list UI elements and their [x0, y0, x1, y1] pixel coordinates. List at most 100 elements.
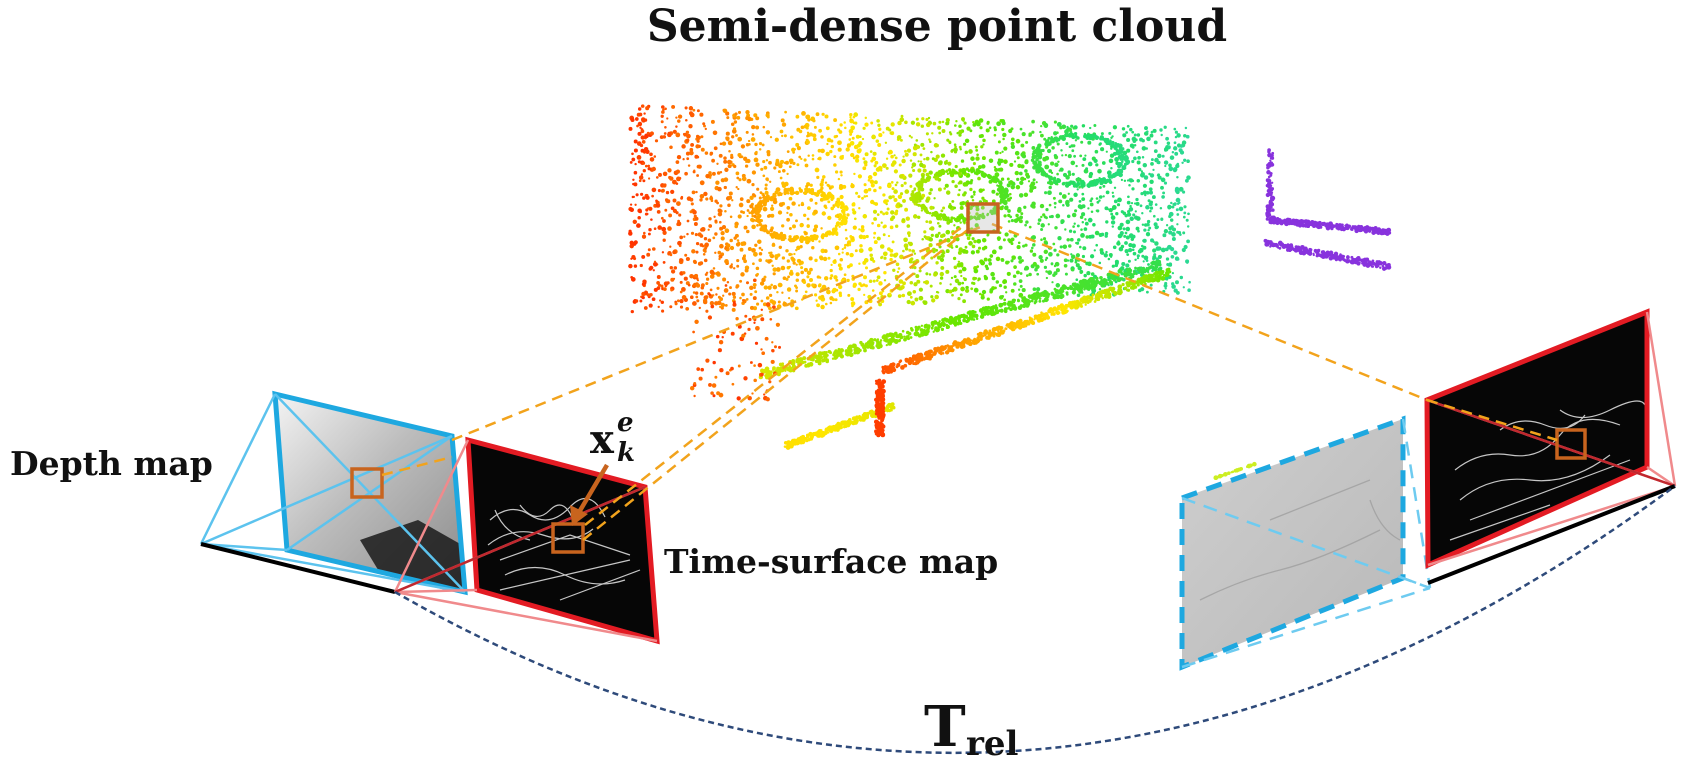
cloud-point — [857, 195, 861, 199]
cloud-point — [639, 263, 643, 268]
cloud-point — [939, 257, 945, 262]
cloud-point — [1114, 259, 1119, 264]
cloud-point — [853, 112, 859, 117]
cloud-point — [1028, 225, 1032, 229]
cloud-point — [968, 241, 973, 246]
cloud-point — [1038, 297, 1042, 300]
cloud-point — [913, 252, 917, 255]
cloud-point — [1150, 238, 1154, 243]
cloud-point — [1068, 132, 1073, 137]
cloud-point — [986, 212, 990, 216]
cloud-point — [865, 234, 869, 239]
cloud-point — [760, 167, 764, 171]
cloud-point — [659, 135, 664, 139]
cloud-point — [788, 252, 792, 257]
cloud-point — [1174, 186, 1180, 192]
cloud-point — [885, 333, 890, 338]
cloud-point — [839, 155, 844, 160]
cloud-point — [838, 225, 841, 228]
cloud-point — [1176, 176, 1179, 179]
cloud-point — [773, 194, 777, 198]
cloud-point — [1076, 224, 1080, 228]
cloud-point — [661, 110, 665, 114]
cloud-point — [1113, 186, 1117, 190]
cloud-point — [1132, 251, 1137, 256]
cloud-point — [1083, 134, 1087, 139]
cloud-point — [928, 211, 932, 215]
cloud-point — [637, 215, 641, 220]
cloud-point — [915, 117, 919, 121]
cloud-point — [1087, 217, 1093, 223]
cloud-point — [1075, 241, 1078, 245]
cloud-point — [1089, 296, 1093, 300]
cloud-point — [954, 184, 958, 189]
cloud-point — [911, 190, 915, 194]
cloud-point — [889, 253, 894, 257]
cloud-point — [864, 116, 868, 120]
cloud-point — [1044, 172, 1049, 178]
cloud-point — [980, 311, 985, 316]
cloud-point — [948, 141, 952, 145]
cloud-point — [693, 260, 697, 265]
cloud-point — [986, 121, 990, 125]
cloud-point — [972, 162, 976, 166]
cloud-point — [830, 206, 834, 211]
cloud-point — [809, 198, 814, 202]
cloud-point — [751, 224, 756, 230]
cloud-point — [756, 272, 759, 276]
cloud-point — [1000, 258, 1005, 262]
cloud-point — [1010, 259, 1014, 263]
cloud-point — [1091, 293, 1095, 297]
cloud-point — [850, 301, 856, 306]
cloud-point — [734, 112, 738, 116]
cloud-point — [751, 203, 754, 206]
cloud-point — [740, 144, 746, 149]
cloud-point — [1031, 130, 1035, 134]
cloud-point — [753, 321, 756, 324]
cloud-point — [890, 332, 895, 337]
cloud-point — [878, 186, 882, 190]
cloud-point — [769, 251, 773, 255]
cloud-point — [1032, 287, 1037, 292]
cloud-point — [654, 262, 658, 266]
cloud-point — [953, 150, 958, 154]
cloud-point — [1171, 150, 1175, 154]
cloud-point — [736, 176, 740, 180]
cloud-point — [972, 120, 975, 124]
cloud-point — [676, 299, 680, 303]
cloud-point — [1031, 154, 1037, 160]
cloud-point — [785, 278, 789, 281]
cloud-point — [948, 219, 953, 224]
cloud-point — [635, 193, 639, 197]
cloud-point — [969, 168, 973, 172]
cloud-point — [629, 160, 633, 164]
cloud-point — [872, 279, 876, 283]
cloud-point — [906, 330, 910, 335]
cloud-point — [742, 211, 746, 214]
cloud-point — [886, 365, 890, 369]
cloud-point — [843, 246, 847, 249]
cloud-point — [992, 332, 995, 335]
cloud-point — [1114, 157, 1119, 162]
cloud-point — [805, 434, 810, 438]
cloud-point — [701, 244, 705, 248]
cloud-point — [724, 259, 729, 264]
cloud-point — [958, 129, 963, 135]
cloud-point — [753, 364, 756, 367]
cloud-point — [959, 293, 963, 297]
cloud-point — [833, 356, 838, 360]
cloud-point — [872, 201, 876, 205]
cloud-point — [754, 142, 758, 147]
cloud-point — [789, 213, 793, 217]
cloud-point — [685, 130, 690, 135]
cloud-point — [656, 275, 661, 279]
cloud-point — [1042, 156, 1047, 162]
cloud-point — [1070, 254, 1076, 260]
cloud-point — [719, 305, 722, 309]
cloud-point — [675, 169, 681, 174]
cloud-point — [912, 198, 916, 203]
cloud-point — [937, 323, 942, 329]
cloud-point — [947, 121, 950, 124]
cloud-point — [1001, 205, 1004, 208]
cloud-point — [861, 196, 864, 200]
